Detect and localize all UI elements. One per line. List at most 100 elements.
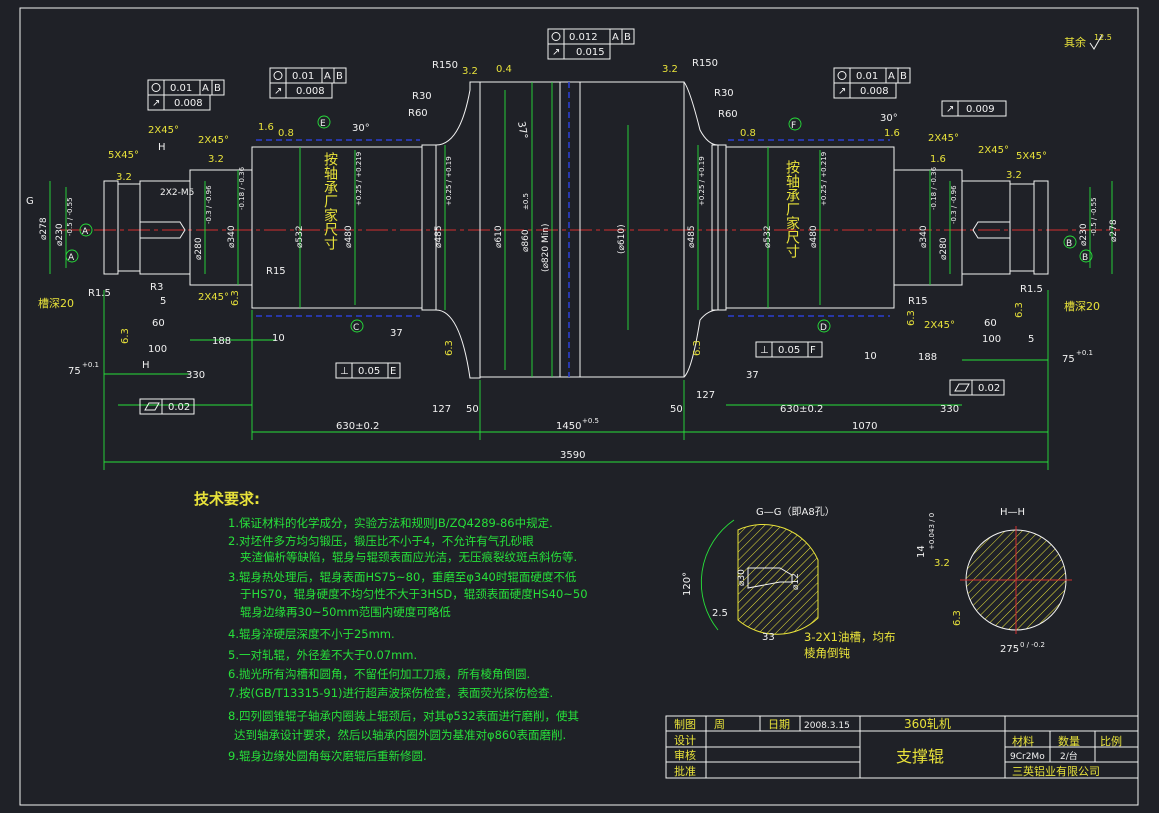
tb-drawn-label: 制图	[674, 718, 696, 731]
datum-labels: A A B B C D E F G H H	[26, 115, 1093, 371]
roughness-63-right-shoulder: 6.3	[906, 310, 917, 326]
svg-text:0.009: 0.009	[966, 104, 995, 115]
diameter-610: ⌀610	[494, 225, 504, 248]
svg-text:0.008: 0.008	[860, 86, 889, 97]
left-neck	[117, 183, 141, 272]
tech-item-8b: 达到轴承设计要求，然后以轴承内圈外圆为基准对φ860表面磨削.	[234, 728, 566, 742]
chamfer-2x45-right3: 2X45°	[924, 320, 955, 331]
tb-qty-label: 数量	[1058, 735, 1080, 748]
title-block: 制图 周 日期 2008.3.15 360轧机 设计 审核 批准 支撑辊 材料 …	[665, 715, 1139, 779]
roughness-32-left-end: 3.2	[116, 172, 132, 183]
datum-d: D	[820, 323, 827, 333]
dim-left-75: 75	[68, 366, 81, 377]
dim-left-127: 127	[432, 404, 451, 415]
diameter-485-left: ⌀485	[434, 225, 444, 248]
dim-right-188: 188	[918, 352, 937, 363]
section-hh-roughness-32: 3.2	[934, 558, 950, 569]
thread-note: 2X2-M5	[160, 188, 194, 198]
left-fillet	[435, 81, 481, 379]
section-hh-title: H—H	[1000, 507, 1025, 518]
left-end-hole	[140, 221, 186, 239]
diameter-860-tol: ±0.5	[522, 193, 530, 210]
dim-total-length: 3590	[560, 450, 585, 461]
roughness-63-left-fillet: 6.3	[444, 340, 455, 356]
fcf-bottom-left-flat: 0.02	[139, 398, 195, 415]
roughness-32-left-seal: 3.2	[208, 154, 224, 165]
radius-r1-5-left: R1.5	[88, 288, 111, 299]
tech-item-2b: 夹渣偏析等缺陷，辊身与辊颈表面应光洁，无压痕裂纹斑点斜伤等.	[240, 550, 577, 564]
dim-right-60: 60	[984, 318, 997, 329]
radius-r30-right: R30	[714, 88, 734, 99]
roughness-63-right-fillet: 6.3	[692, 340, 703, 356]
section-hh-width-tol: 0 / -0.2	[1020, 641, 1045, 649]
datum-a: A	[82, 227, 89, 237]
chamfer-2x45-left1: 2X45°	[148, 125, 179, 136]
diameter-532-left: ⌀532	[295, 225, 305, 248]
bearing-size-note-right: 按轴承厂家尺寸	[784, 160, 800, 258]
roughness-63-left: 6.3	[120, 328, 131, 344]
svg-text:0.02: 0.02	[168, 402, 190, 413]
section-gg-title: G—G（即A8孔）	[756, 506, 835, 518]
roughness-16-right: 1.6	[884, 128, 900, 139]
tb-date: 2008.3.15	[804, 721, 850, 731]
section-gg-d33: 33	[762, 632, 775, 643]
right-end-hole	[972, 221, 1010, 239]
diameter-230-tol-right: -0.5 / -0.55	[1090, 197, 1098, 236]
tech-item-3c: 辊身边缘再30~50mm范围内硬度可略低	[240, 605, 451, 619]
diameter-820-min: (⌀820 Min)	[541, 224, 551, 272]
tech-item-1: 1.保证材料的化学成分，实验方法和规则JB/ZQ4289-86中规定.	[228, 516, 553, 530]
other-surfaces-note: 其余	[1064, 35, 1086, 49]
fcf-bottom-left-perp: ⊥ 0.05 E	[335, 362, 401, 379]
diameter-280-left: ⌀280	[194, 237, 204, 260]
fcf-right-big: 0.01 A B ↗ 0.008	[833, 67, 911, 99]
right-end-journal	[1033, 180, 1049, 275]
fcf-bottom-right-flat: 0.02	[949, 379, 1005, 396]
dim-right-127: 127	[696, 390, 715, 401]
tb-qty: 2/台	[1060, 750, 1078, 762]
section-hh-roughness-63: 6.3	[952, 610, 963, 626]
section-gg-hole	[747, 567, 793, 589]
chamfer-2x45-right1: 2X45°	[928, 133, 959, 144]
diameter-278-left: ⌀278	[39, 217, 49, 240]
diameter-340-left: ⌀340	[227, 225, 237, 248]
roughness-08-left: 0.8	[278, 128, 294, 139]
groove-depth-right: 槽深20	[1064, 300, 1100, 313]
diameter-480-tol-right: +0.25 / +0.219	[820, 152, 828, 206]
roughness-16-right-seal: 1.6	[930, 154, 946, 165]
chamfer-5x45-left: 5X45°	[108, 150, 139, 161]
dim-left-5: 5	[160, 296, 166, 307]
section-gg-d25: 2.5	[712, 608, 728, 619]
tech-item-9: 9.辊身边缘处圆角每次磨辊后重新修圆.	[228, 749, 427, 763]
svg-text:0.015: 0.015	[576, 47, 605, 58]
tech-item-5: 5.一对轧辊，外径差不大于0.07mm.	[228, 648, 417, 662]
dim-right-37: 37	[746, 370, 759, 381]
diameter-860: ⌀860	[521, 229, 531, 252]
diameter-340-tol-right: -0.18 / -0.36	[930, 166, 938, 210]
tech-item-8: 8.四列圆锥辊子轴承内圈装上辊颈后，对其φ532表面进行磨削，使其	[228, 709, 579, 723]
dim-left-188: 188	[212, 336, 231, 347]
roughness-32-right-fillet: 3.2	[662, 64, 678, 75]
fcf-left-small: 0.01 A B ↗ 0.008	[147, 79, 225, 111]
svg-text:B: B	[624, 32, 631, 43]
datum-b: B	[1066, 239, 1072, 249]
section-gg-view: G—G（即A8孔） 120° ⌀30 ⌀12 2.5 33 3-2X1油槽，均布…	[682, 506, 895, 660]
radius-r1-5-right: R1.5	[1020, 284, 1043, 295]
section-gg-d12: ⌀12	[791, 573, 801, 590]
diameter-480-left: ⌀480	[344, 225, 354, 248]
svg-text:B: B	[214, 83, 221, 94]
diameter-485-right: ⌀485	[687, 225, 697, 248]
diameter-280-tol-right: -0.3 / -0.96	[950, 185, 958, 224]
roughness-32-right-end: 3.2	[1006, 170, 1022, 181]
chamfer-2x45-right2: 2X45°	[978, 145, 1009, 156]
radius-r150-right: R150	[692, 58, 718, 69]
diameter-480-right: ⌀480	[809, 225, 819, 248]
diameter-480-tol-left: +0.25 / +0.219	[355, 152, 363, 206]
roughness-08-right: 0.8	[740, 128, 756, 139]
dim-right-50: 50	[670, 404, 683, 415]
radius-r150-left: R150	[432, 60, 458, 71]
tb-check-label: 审核	[674, 748, 696, 762]
radius-r3: R3	[150, 282, 163, 293]
right-wobbler-section	[961, 180, 1011, 275]
left-end-journal	[103, 180, 119, 275]
section-gg-note2: 棱角倒钝	[804, 646, 850, 660]
